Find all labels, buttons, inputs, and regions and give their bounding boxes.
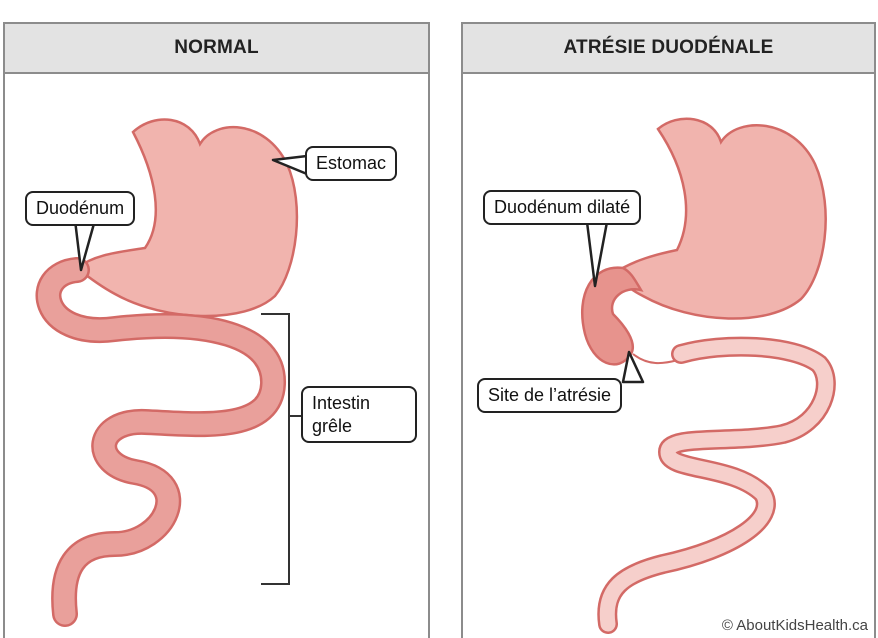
- small-intestine-label-line1: Intestin: [312, 392, 406, 415]
- small-intestine-label-line2: grêle: [312, 415, 406, 438]
- dilated-duodenum: [582, 268, 641, 365]
- atresia-site-label: Site de l’atrésie: [477, 378, 622, 413]
- small-intestine-normal: [48, 270, 273, 614]
- panel-atresia: ATRÉSIE DUODÉNALE Duodénum dilaté Site d…: [461, 22, 876, 638]
- copyright-text: © AboutKidsHealth.ca: [722, 617, 868, 634]
- small-intestine-atresia-outline: [607, 347, 826, 624]
- panel-normal: NORMAL Estomac Duodénum Intestin grêle: [3, 22, 430, 638]
- normal-anatomy-illustration: [5, 24, 430, 638]
- stomach-label: Estomac: [305, 146, 397, 181]
- small-intestine-atresia: [607, 347, 826, 624]
- atresia-anatomy-illustration: [463, 24, 876, 638]
- small-intestine-label: Intestin grêle: [301, 386, 417, 443]
- dilated-duodenum-label: Duodénum dilaté: [483, 190, 641, 225]
- stomach-atresia: [613, 119, 826, 319]
- duodenum-label: Duodénum: [25, 191, 135, 226]
